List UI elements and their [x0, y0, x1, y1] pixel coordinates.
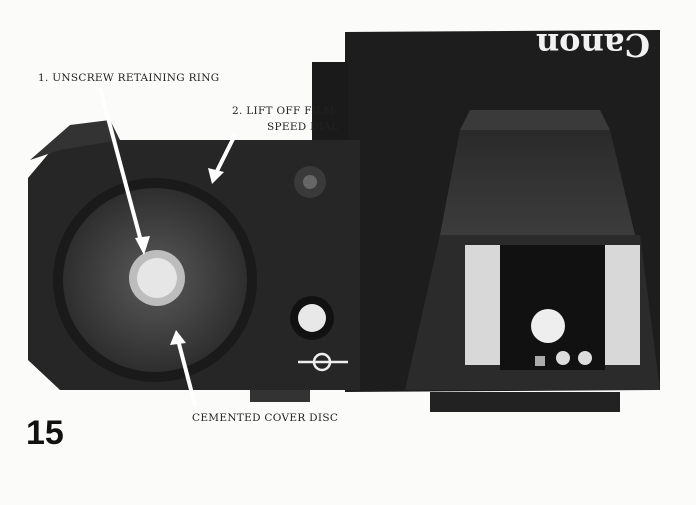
label-speed-dial: SPEED DIAL	[267, 121, 339, 133]
label-unscrew-retaining-ring: 1. UNSCREW RETAINING RING	[38, 72, 220, 84]
canon-logo: Canon	[536, 26, 650, 64]
arrow-cover-disc	[176, 339, 197, 406]
label-lift-off-film: 2. LIFT OFF FILM-	[232, 105, 339, 117]
arrow-film-speed-dial	[213, 134, 237, 176]
page-number: 15	[26, 414, 64, 452]
arrow-retaining-ring	[98, 87, 144, 246]
label-cemented-cover-disc: CEMENTED COVER DISC	[192, 412, 339, 424]
